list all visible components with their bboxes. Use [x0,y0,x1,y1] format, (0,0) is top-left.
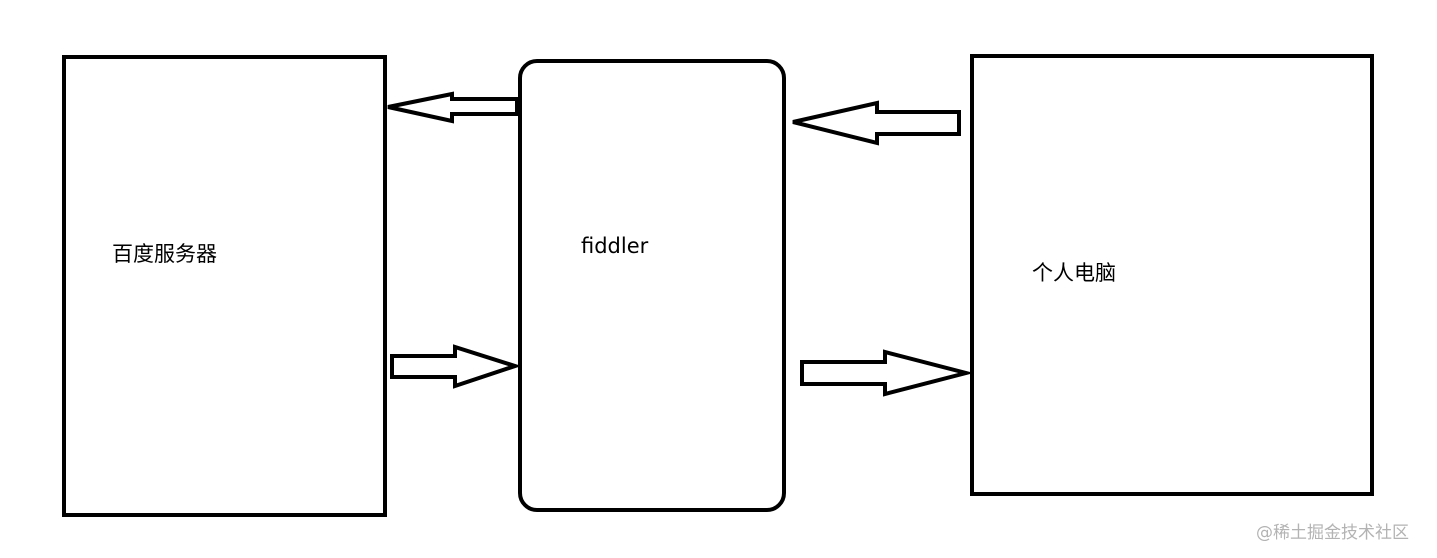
fiddler-label: fiddler [581,234,649,258]
fiddler-box [518,59,786,512]
server-box [62,55,387,517]
arrow-fiddler-to-server [387,91,519,124]
watermark-text: @稀土掘金技术社区 [1256,523,1409,543]
server-label: 百度服务器 [112,242,217,266]
pc-box [970,54,1374,496]
pc-label: 个人电脑 [1032,261,1116,285]
arrow-pc-to-fiddler [792,100,961,146]
arrow-server-to-fiddler [390,344,522,389]
arrow-fiddler-to-pc [800,349,974,397]
